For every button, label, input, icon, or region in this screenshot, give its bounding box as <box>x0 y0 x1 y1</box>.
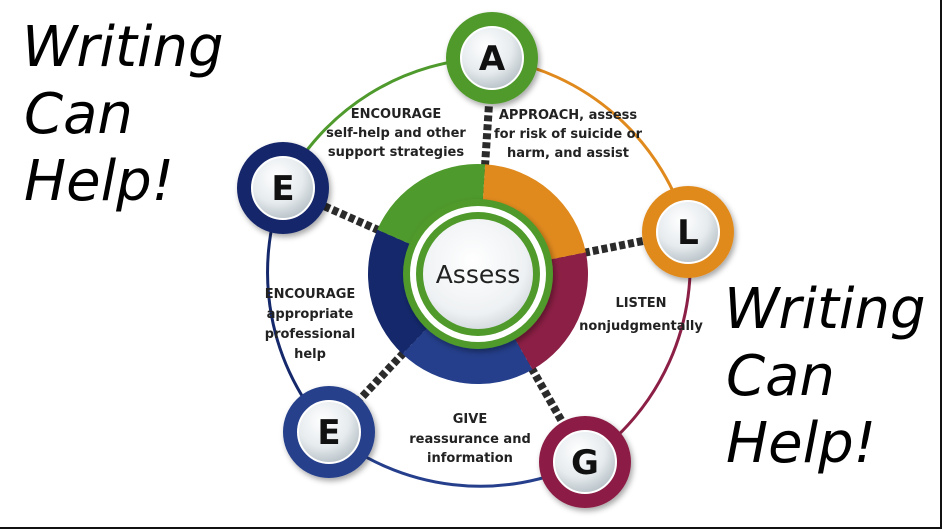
step-e2-line-3: support strategies <box>328 145 464 160</box>
step-l-description: LISTEN nonjudgmentally <box>579 296 703 334</box>
slogan-right-line-1: Writing <box>724 277 926 342</box>
step-e-professional-description: ENCOURAGE appropriate professional help <box>265 287 356 362</box>
node-e-professional-letter: E <box>317 413 340 453</box>
center-hub-face <box>423 219 533 329</box>
node-a-letter: A <box>479 39 506 79</box>
slogan-left: Writing Can Help! <box>22 14 224 215</box>
inner-segment-e-selfhelp <box>367 229 428 355</box>
step-g-line-3: information <box>427 451 513 466</box>
step-g-line-2: reassurance and <box>409 432 531 447</box>
node-g <box>539 416 631 508</box>
slogan-right: Writing Can Help! <box>724 276 926 477</box>
node-e-selfhelp <box>237 142 329 234</box>
node-e-professional-face <box>297 400 361 464</box>
inner-segment-e-professional <box>402 327 533 385</box>
slogan-left-line-2: Can <box>24 82 133 147</box>
slogan-right-line-3: Help! <box>726 411 877 476</box>
inner-segment-l <box>482 164 586 260</box>
step-g-description: GIVE reassurance and information <box>409 412 531 466</box>
step-e1-line-4: help <box>294 347 326 362</box>
node-g-letter: G <box>571 443 599 483</box>
step-l-line-1: LISTEN <box>615 296 666 311</box>
center-label: Assess <box>436 260 521 289</box>
step-a-description: APPROACH, assess for risk of suicide or … <box>494 108 643 161</box>
node-l-letter: L <box>677 213 699 253</box>
step-e1-line-3: professional <box>265 327 355 342</box>
node-a-face <box>460 26 524 90</box>
step-l-line-2: nonjudgmentally <box>579 319 703 334</box>
node-e-selfhelp-face <box>251 156 315 220</box>
step-e-selfhelp-description: ENCOURAGE self-help and other support st… <box>326 107 466 160</box>
node-e-selfhelp-letter: E <box>271 169 294 209</box>
slogan-left-line-3: Help! <box>24 149 175 214</box>
step-e1-line-1: ENCOURAGE <box>265 287 356 302</box>
step-a-line-1: APPROACH, assess <box>499 108 638 123</box>
step-g-line-1: GIVE <box>453 412 487 427</box>
inner-segment-g <box>514 252 589 370</box>
inner-ring-segments <box>367 164 589 385</box>
step-a-line-3: harm, and assist <box>507 146 629 161</box>
node-e-professional <box>283 386 375 478</box>
slogan-right-line-2: Can <box>726 344 835 409</box>
node-a <box>446 12 538 104</box>
slogan-left-line-1: Writing <box>22 15 224 80</box>
step-e2-line-1: ENCOURAGE <box>351 107 442 122</box>
inner-segment-a <box>377 164 486 245</box>
step-a-line-2: for risk of suicide or <box>494 127 643 142</box>
step-nodes: A L G E E <box>237 12 734 508</box>
step-e2-line-2: self-help and other <box>326 126 466 141</box>
node-l-face <box>656 200 720 264</box>
node-l <box>642 186 734 278</box>
center-hub <box>403 199 553 349</box>
node-g-face <box>553 430 617 494</box>
step-e1-line-2: appropriate <box>267 307 354 322</box>
